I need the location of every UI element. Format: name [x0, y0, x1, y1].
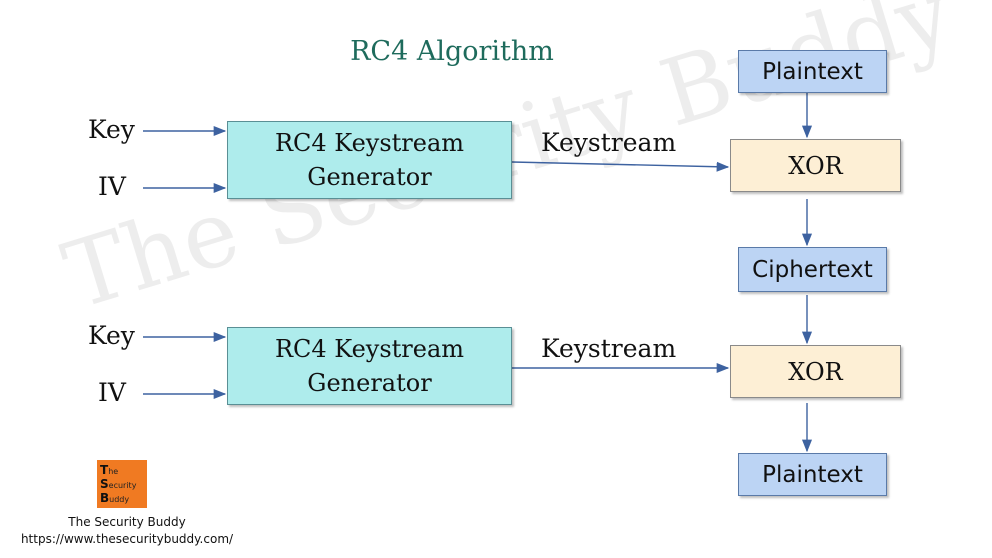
generator-line2-1: Generator [307, 163, 432, 191]
xor-box-2: XOR [730, 345, 901, 398]
plaintext-text-1: Plaintext [762, 58, 863, 85]
plaintext-text-2: Plaintext [762, 461, 863, 488]
footer-site-url[interactable]: https://www.thesecuritybuddy.com/ [20, 532, 234, 546]
xor-text-1: XOR [788, 151, 843, 180]
plaintext-box-2: Plaintext [738, 453, 887, 496]
generator-line2-2: Generator [307, 369, 432, 397]
iv-label-1: IV [98, 172, 126, 201]
logo-line-security: Security [100, 477, 137, 491]
keystream-generator-box-2: RC4 Keystream Generator [227, 327, 512, 405]
security-buddy-logo: The Security Buddy [97, 460, 147, 508]
keystream-label-1: Keystream [541, 128, 677, 157]
ciphertext-text: Ciphertext [752, 256, 873, 283]
logo-line-buddy: Buddy [100, 491, 130, 505]
key-label-1: Key [88, 115, 135, 144]
logo-line-the: The [100, 463, 119, 477]
iv-label-2: IV [98, 378, 126, 407]
diagram-title: RC4 Algorithm [350, 36, 554, 67]
ciphertext-box: Ciphertext [738, 247, 887, 292]
plaintext-box-1: Plaintext [738, 50, 887, 93]
footer-site-name: The Security Buddy [68, 515, 186, 529]
arrow-generator-to-xor-1 [511, 161, 730, 172]
xor-text-2: XOR [788, 357, 843, 386]
keystream-generator-box-1: RC4 Keystream Generator [227, 121, 512, 199]
key-label-2: Key [88, 321, 135, 350]
generator-line1-2: RC4 Keystream [274, 335, 465, 363]
xor-box-1: XOR [730, 139, 901, 192]
generator-line1-1: RC4 Keystream [274, 129, 465, 157]
keystream-label-2: Keystream [541, 334, 677, 363]
